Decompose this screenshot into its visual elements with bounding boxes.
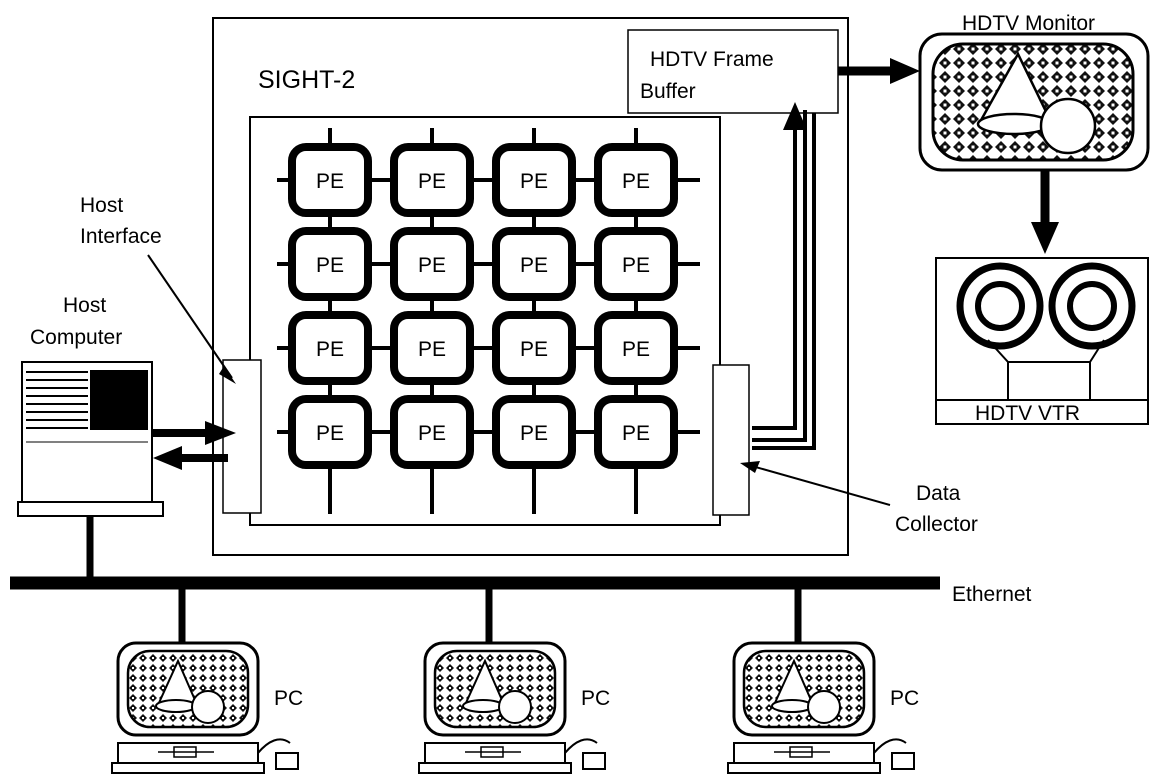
pe-cell: PE [292,231,368,297]
pe-label: PE [520,254,548,277]
host-computer: Host Computer [18,294,163,578]
monitor-to-vtr-arrow [1031,170,1059,254]
data-collector-bar [713,365,749,515]
pe-label: PE [418,422,446,445]
pc-label: PC [274,687,303,710]
host-computer-line1: Host [63,294,106,317]
host-interface-line1: Host [80,194,123,217]
pc-station: PC [419,643,610,773]
host-interface-bar [223,360,261,513]
ethernet-label: Ethernet [952,583,1032,606]
pe-cell: PE [496,147,572,213]
pe-label: PE [520,422,548,445]
pe-label: PE [418,338,446,361]
pe-label: PE [622,254,650,277]
pe-label: PE [418,170,446,193]
pe-cell: PE [394,147,470,213]
pe-cell: PE [394,231,470,297]
pe-cell: PE [394,315,470,381]
pe-cell: PE [598,315,674,381]
pc-label: PC [581,687,610,710]
pe-cell: PE [598,399,674,465]
pe-label: PE [316,254,344,277]
pe-label: PE [520,338,548,361]
pe-cell: PE [292,399,368,465]
pe-label: PE [316,170,344,193]
hdtv-monitor: HDTV Monitor [920,12,1148,170]
data-collector-line1: Data [916,482,961,505]
hdtv-vtr-label: HDTV VTR [975,402,1080,425]
pe-cell: PE [292,315,368,381]
pe-cell: PE [496,399,572,465]
pe-label: PE [622,338,650,361]
frame-buffer: HDTV Frame Buffer [628,30,838,113]
hdtv-vtr: HDTV VTR [936,258,1148,425]
frame-buffer-line2: Buffer [640,80,696,103]
pe-label: PE [520,170,548,193]
pe-cell: PE [598,147,674,213]
pe-label: PE [622,170,650,193]
sight2-title: SIGHT-2 [258,66,355,94]
framebuffer-to-monitor-arrow [838,58,920,84]
ethernet-bus: Ethernet [10,555,1032,645]
data-collector-line2: Collector [895,513,978,536]
pe-cell: PE [496,231,572,297]
pe-cell: PE [598,231,674,297]
host-computer-line2: Computer [30,326,122,349]
pe-label: PE [316,422,344,445]
pe-cell: PE [292,147,368,213]
frame-buffer-line1: HDTV Frame [650,48,774,71]
pc-station: PC [728,643,919,773]
pc-station: PC [112,643,303,773]
pe-label: PE [622,422,650,445]
pe-label: PE [418,254,446,277]
pe-cell: PE [496,315,572,381]
pe-cell: PE [394,399,470,465]
host-interface-line2: Interface [80,225,162,248]
pe-label: PE [316,338,344,361]
pc-label: PC [890,687,919,710]
hdtv-monitor-label: HDTV Monitor [962,12,1095,35]
